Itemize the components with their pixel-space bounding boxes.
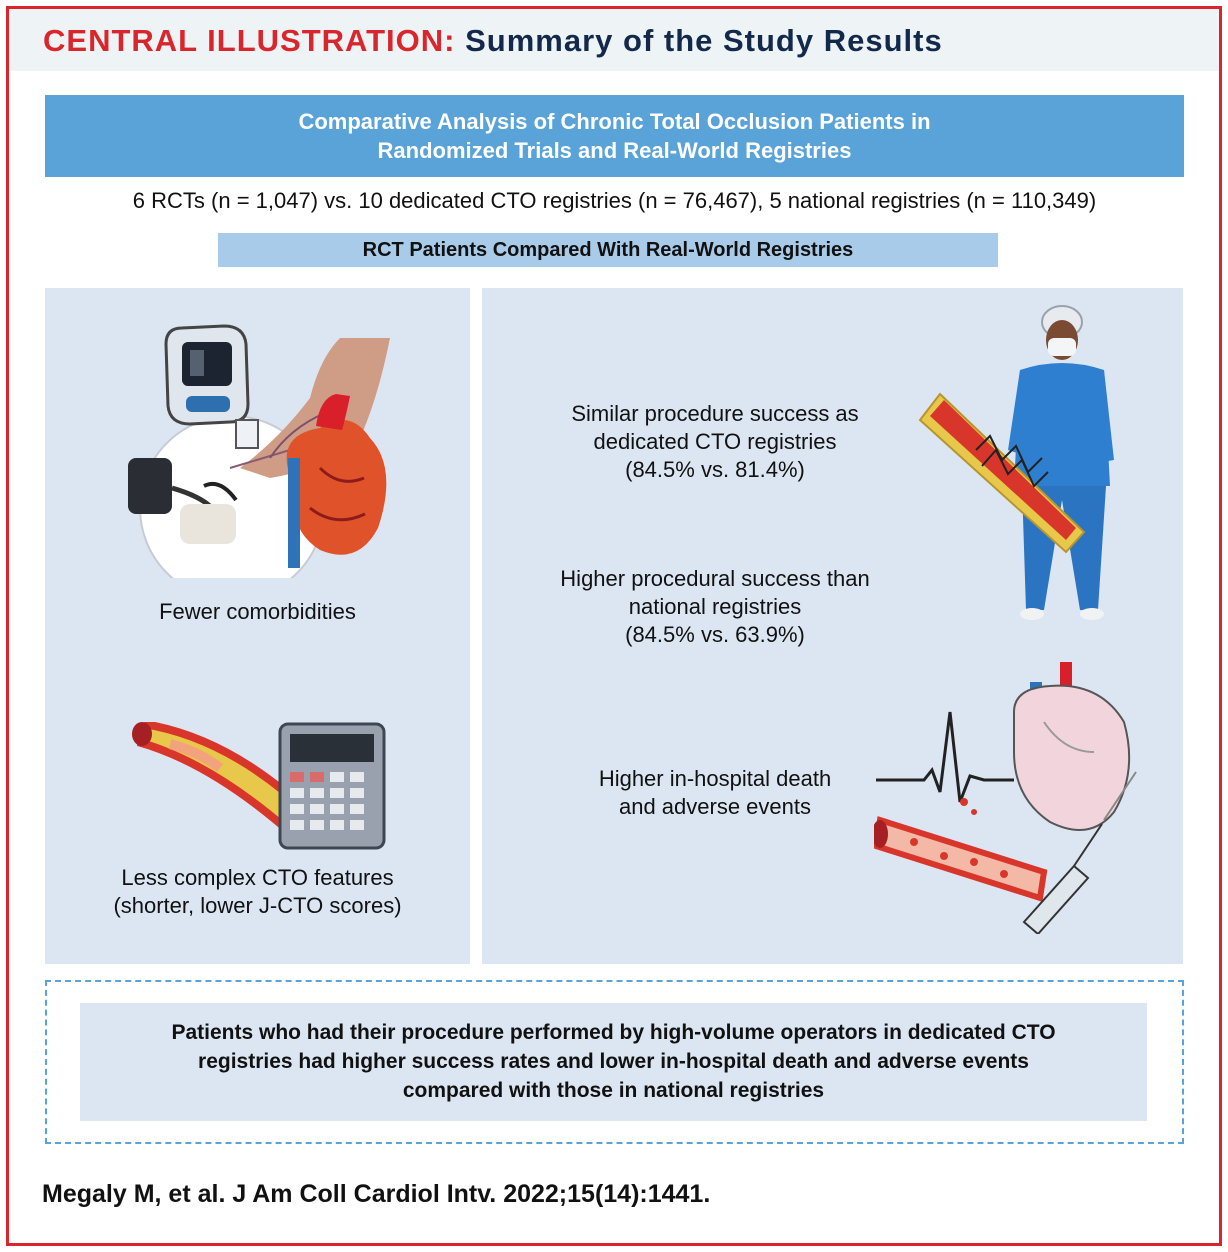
banner-line-1: Comparative Analysis of Chronic Total Oc…: [298, 109, 931, 134]
surgeon-illustration: [918, 305, 1114, 620]
death-events-line-2: and adverse events: [618, 794, 812, 819]
comorbidities-illustration: [128, 324, 390, 578]
left-panel: [45, 288, 470, 964]
comparison-subbanner: RCT Patients Compared With Real-World Re…: [218, 233, 998, 267]
success-national-label: Higher procedural success than national …: [540, 565, 890, 649]
ecg-heart-icon: [876, 662, 1131, 831]
conclusion-line-2: registries had higher success rates and …: [198, 1050, 1029, 1073]
success-dedicated-line-2: dedicated CTO registries: [593, 429, 837, 454]
study-counts: 6 RCTs (n = 1,047) vs. 10 dedicated CTO …: [132, 188, 1097, 213]
cto-features-illustration: [132, 722, 386, 850]
adverse-events-illustration: [874, 662, 1137, 934]
success-national-line-2: national registries: [628, 594, 802, 619]
cto-features-label: Less complex CTO features (shorter, lowe…: [45, 864, 470, 920]
success-dedicated-line-1: Similar procedure success as: [571, 401, 859, 426]
citation: Megaly M, et al. J Am Coll Cardiol Intv.…: [42, 1180, 711, 1208]
success-dedicated-line-3: (84.5% vs. 81.4%): [625, 457, 805, 482]
header-lead: CENTRAL ILLUSTRATION:: [43, 23, 456, 58]
death-events-line-1: Higher in-hospital death: [598, 766, 832, 791]
conclusion-line-1: Patients who had their procedure perform…: [171, 1021, 1056, 1044]
conclusion-frame: [45, 980, 1184, 1144]
conclusion-line-3: compared with those in national registri…: [402, 1079, 825, 1102]
main-banner: Comparative Analysis of Chronic Total Oc…: [45, 95, 1184, 177]
banner-line-2: Randomized Trials and Real-World Registr…: [377, 138, 852, 163]
header-subtitle: Summary of the Study Results: [465, 23, 943, 58]
stent-icon: [918, 392, 1086, 554]
syringe-icon: [874, 771, 1137, 934]
heart-icon: [286, 394, 387, 568]
success-national-line-1: Higher procedural success than: [560, 566, 870, 591]
blood-pressure-icon: [128, 458, 238, 544]
header-title: CENTRAL ILLUSTRATION: Summary of the Stu…: [43, 23, 943, 59]
death-events-label: Higher in-hospital death and adverse eve…: [540, 765, 890, 821]
calculator-icon: [278, 722, 386, 850]
conclusion-box: Patients who had their procedure perform…: [80, 1003, 1147, 1121]
success-national-line-3: (84.5% vs. 63.9%): [625, 622, 805, 647]
header-bar: CENTRAL ILLUSTRATION: Summary of the Stu…: [9, 9, 1219, 71]
cto-features-line-2: (shorter, lower J-CTO scores): [113, 893, 402, 918]
cto-features-line-1: Less complex CTO features: [121, 865, 394, 890]
fewer-comorbidities-label: Fewer comorbidities: [159, 599, 356, 624]
success-dedicated-label: Similar procedure success as dedicated C…: [540, 400, 890, 484]
